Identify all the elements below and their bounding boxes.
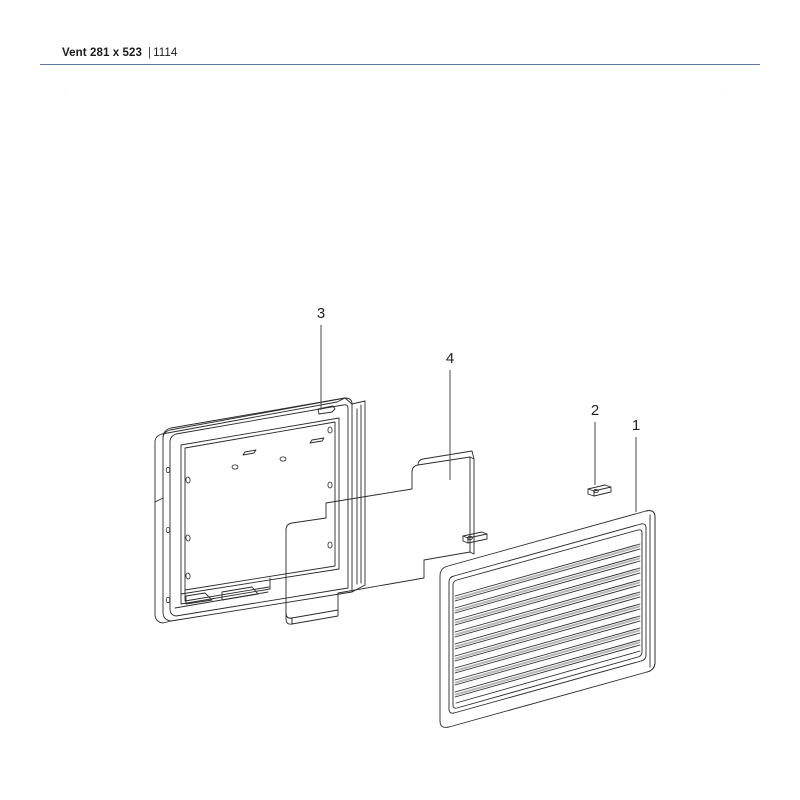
grille-right-depth	[645, 510, 656, 673]
louver-slat	[454, 603, 641, 657]
header-divider	[40, 64, 760, 65]
frame-top-tab-left	[242, 449, 257, 456]
frame-top-tab-right	[309, 437, 325, 444]
frame-inner-opening-inner	[184, 421, 336, 591]
frame-front-face	[162, 397, 353, 622]
louver-slat	[454, 567, 641, 621]
part-louvered-grille	[439, 510, 656, 728]
callout-number-3: 3	[317, 305, 325, 322]
part-backing-panel	[285, 450, 488, 625]
grille-louver-shading	[454, 545, 641, 696]
louver-slat	[454, 627, 641, 681]
louver-slat	[454, 555, 641, 609]
frame-bottom-tab-1	[185, 592, 213, 605]
registration-mark-top-left	[59, 89, 71, 101]
louver-slat	[454, 584, 641, 638]
louver-slat	[454, 644, 641, 698]
registration-mark-top-right	[719, 89, 731, 101]
grille-frame-inner	[448, 523, 647, 714]
panel-top-edge	[417, 450, 475, 466]
part-outer-frame	[154, 397, 366, 624]
frame-outer-rim	[169, 404, 349, 617]
louver-slat	[454, 543, 641, 597]
panel-thickness-bottom	[285, 612, 293, 625]
frame-left-depth	[154, 497, 172, 624]
header-caption: Vent 281 x 523 |1114	[62, 47, 177, 59]
panel-thickness-edge	[291, 609, 339, 625]
clip-hole	[593, 488, 599, 494]
callout-number-4: 4	[446, 350, 454, 367]
frame-left-depth-edge	[154, 397, 346, 503]
header-separator: |	[148, 47, 152, 59]
louver-slat	[454, 639, 641, 693]
panel-mounted-clip	[462, 531, 488, 544]
panel-right-edge	[469, 456, 475, 555]
louver-slat	[454, 615, 641, 669]
frame-locating-bosses	[165, 426, 333, 604]
header-code: 1114	[153, 47, 178, 59]
frame-right-stile	[351, 400, 366, 593]
grille-louvers	[454, 543, 641, 704]
frame-left-depth-top	[162, 397, 353, 439]
frame-bottom-ledge	[184, 586, 270, 602]
callout-number-2: 2	[591, 402, 599, 419]
callout-number-1: 1	[632, 417, 640, 434]
panel-mounted-clip-hole	[467, 535, 473, 541]
frame-top-clip	[317, 405, 336, 415]
louver-slat	[454, 560, 641, 614]
callout-leaders	[320, 325, 637, 512]
louver-slat	[454, 591, 641, 645]
page-title: Vent 281 x 523	[62, 47, 143, 59]
louver-slat	[454, 632, 641, 686]
louver-slat	[454, 620, 641, 674]
louver-slat	[454, 572, 641, 626]
callout-labels: 3 4 2 1	[317, 305, 640, 434]
part-retaining-clip	[587, 484, 612, 497]
grille-frame-inner-2	[452, 529, 643, 709]
page-header: Vent 281 x 523 |1114	[0, 0, 800, 70]
louver-slat	[454, 548, 641, 602]
louver-slat	[454, 596, 641, 650]
louver-slat	[454, 579, 641, 633]
clip-body	[587, 484, 612, 497]
frame-bottom-tab-2	[221, 586, 259, 601]
frame-inner-opening	[180, 417, 340, 595]
louver-slat	[455, 650, 641, 704]
louver-slat	[454, 608, 641, 662]
frame-bottom-inner-wall	[180, 577, 271, 605]
